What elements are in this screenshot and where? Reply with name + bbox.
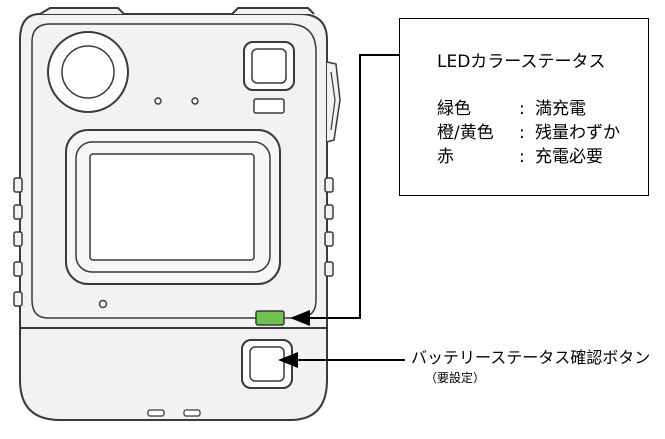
status-meaning: 満充電 xyxy=(535,99,586,119)
status-row-green: 緑色: 満充電 xyxy=(437,94,586,119)
bottom-slot xyxy=(183,409,201,417)
status-row-red: 赤: 充電必要 xyxy=(437,142,603,167)
status-separator: : xyxy=(519,123,525,143)
mic-hole xyxy=(154,97,162,105)
top-tab xyxy=(231,7,315,15)
status-meaning: 充電必要 xyxy=(535,147,603,167)
status-meaning: 残量わずか xyxy=(535,123,620,143)
record-button-inner xyxy=(251,48,287,84)
side-clip xyxy=(326,61,341,143)
display-screen xyxy=(89,153,255,261)
status-separator: : xyxy=(519,99,525,119)
display-bezel xyxy=(75,141,271,273)
bottom-slot xyxy=(147,409,165,417)
status-color: 橙/黄色 xyxy=(437,123,494,143)
battery-status-button-inner xyxy=(249,346,285,382)
status-row-orange: 橙/黄色: 残量わずか xyxy=(437,118,620,143)
battery-button-label: バッテリーステータス確認ボタン xyxy=(411,348,651,367)
led-callout-arrow xyxy=(290,54,399,326)
led-status-callout: LEDカラーステータス 緑色: 満充電 橙/黄色: 残量わずか 赤: 充電必要 xyxy=(399,18,649,196)
status-led xyxy=(255,310,285,326)
mic-hole xyxy=(98,299,108,309)
side-ridges-left xyxy=(13,177,23,307)
led-status-title: LEDカラーステータス xyxy=(437,52,606,72)
status-color: 赤 xyxy=(437,147,454,167)
battery-button-note: （要設定） xyxy=(425,371,486,385)
indicator-slot xyxy=(253,98,285,114)
side-clip-inner xyxy=(330,71,336,131)
mic-hole xyxy=(191,97,199,105)
lens-inner xyxy=(61,45,115,99)
top-tab xyxy=(39,7,125,15)
status-color: 緑色 xyxy=(437,99,471,119)
side-ridges-right xyxy=(324,177,334,277)
status-separator: : xyxy=(519,147,525,167)
